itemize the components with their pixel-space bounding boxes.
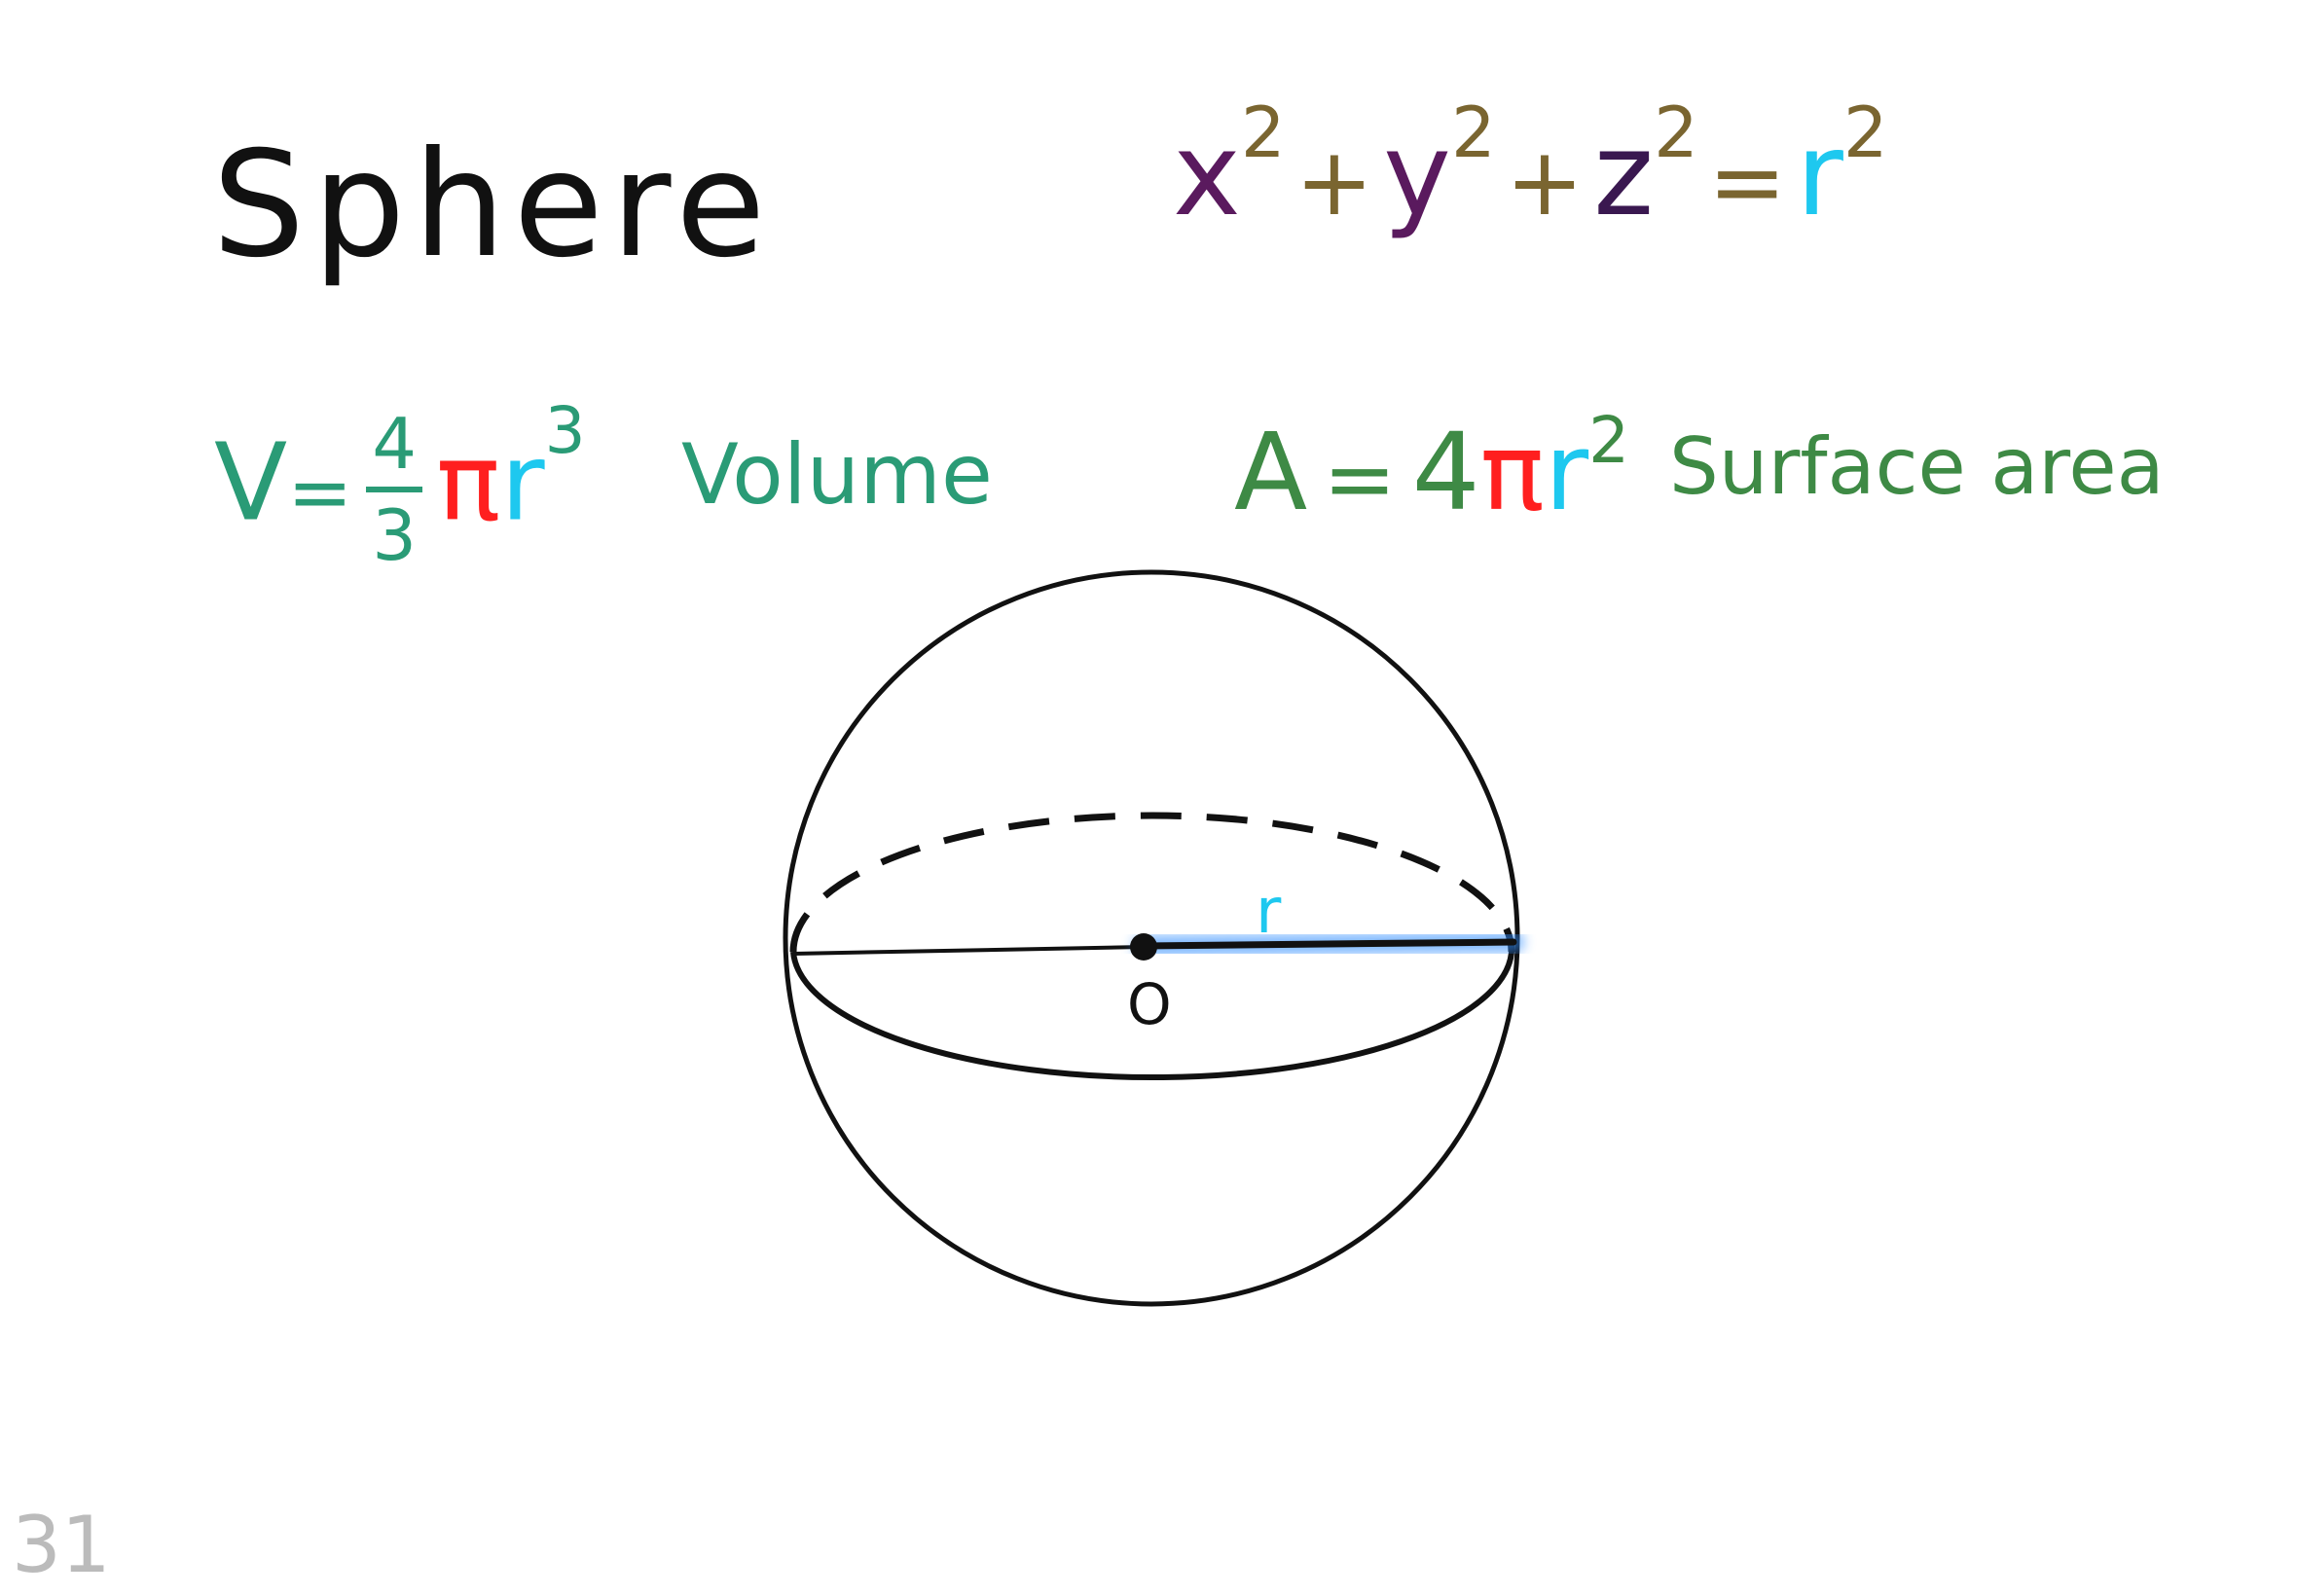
x-exponent: 2 — [1240, 91, 1286, 173]
var-z: z — [1593, 107, 1655, 241]
sphere-equation: x2+y2+z2=r2 — [1173, 97, 1888, 232]
equator-back-dashed — [789, 812, 1515, 953]
var-r: r — [1796, 107, 1843, 241]
volume-equals: = — [287, 447, 353, 538]
equator-front — [790, 943, 1515, 1081]
page-title: Sphere — [212, 121, 774, 290]
area-label: Surface area — [1669, 421, 2165, 512]
volume-r: r — [500, 419, 545, 545]
volume-r-exponent: 3 — [544, 393, 586, 468]
area-equals: = — [1323, 428, 1397, 530]
area-r: r — [1544, 410, 1589, 534]
fraction-numerator: 4 — [366, 409, 423, 492]
area-coefficient: 4 — [1411, 410, 1480, 534]
equals-sign: = — [1707, 127, 1787, 236]
fraction-denominator: 3 — [372, 494, 418, 576]
area-r-exponent: 2 — [1588, 403, 1630, 478]
center-point — [1130, 933, 1157, 961]
volume-lhs: V — [214, 419, 288, 545]
radius-line — [1140, 938, 1517, 950]
radius-label: r — [1256, 876, 1282, 948]
area-lhs: A — [1234, 410, 1308, 534]
diameter-left — [792, 945, 1145, 956]
area-pi: π — [1479, 410, 1545, 534]
var-y: y — [1383, 107, 1451, 241]
volume-label: Volume — [681, 426, 993, 524]
page-number: 31 — [12, 1500, 111, 1590]
plus-sign-1: + — [1294, 127, 1374, 236]
plus-sign-2: + — [1505, 127, 1585, 236]
center-label: O — [1127, 971, 1172, 1037]
volume-pi: π — [436, 419, 501, 545]
z-exponent: 2 — [1654, 91, 1698, 173]
r-exponent: 2 — [1842, 91, 1888, 173]
area-formula: A=4πr2 — [1234, 409, 1629, 526]
var-x: x — [1173, 107, 1241, 241]
y-exponent: 2 — [1450, 91, 1496, 173]
